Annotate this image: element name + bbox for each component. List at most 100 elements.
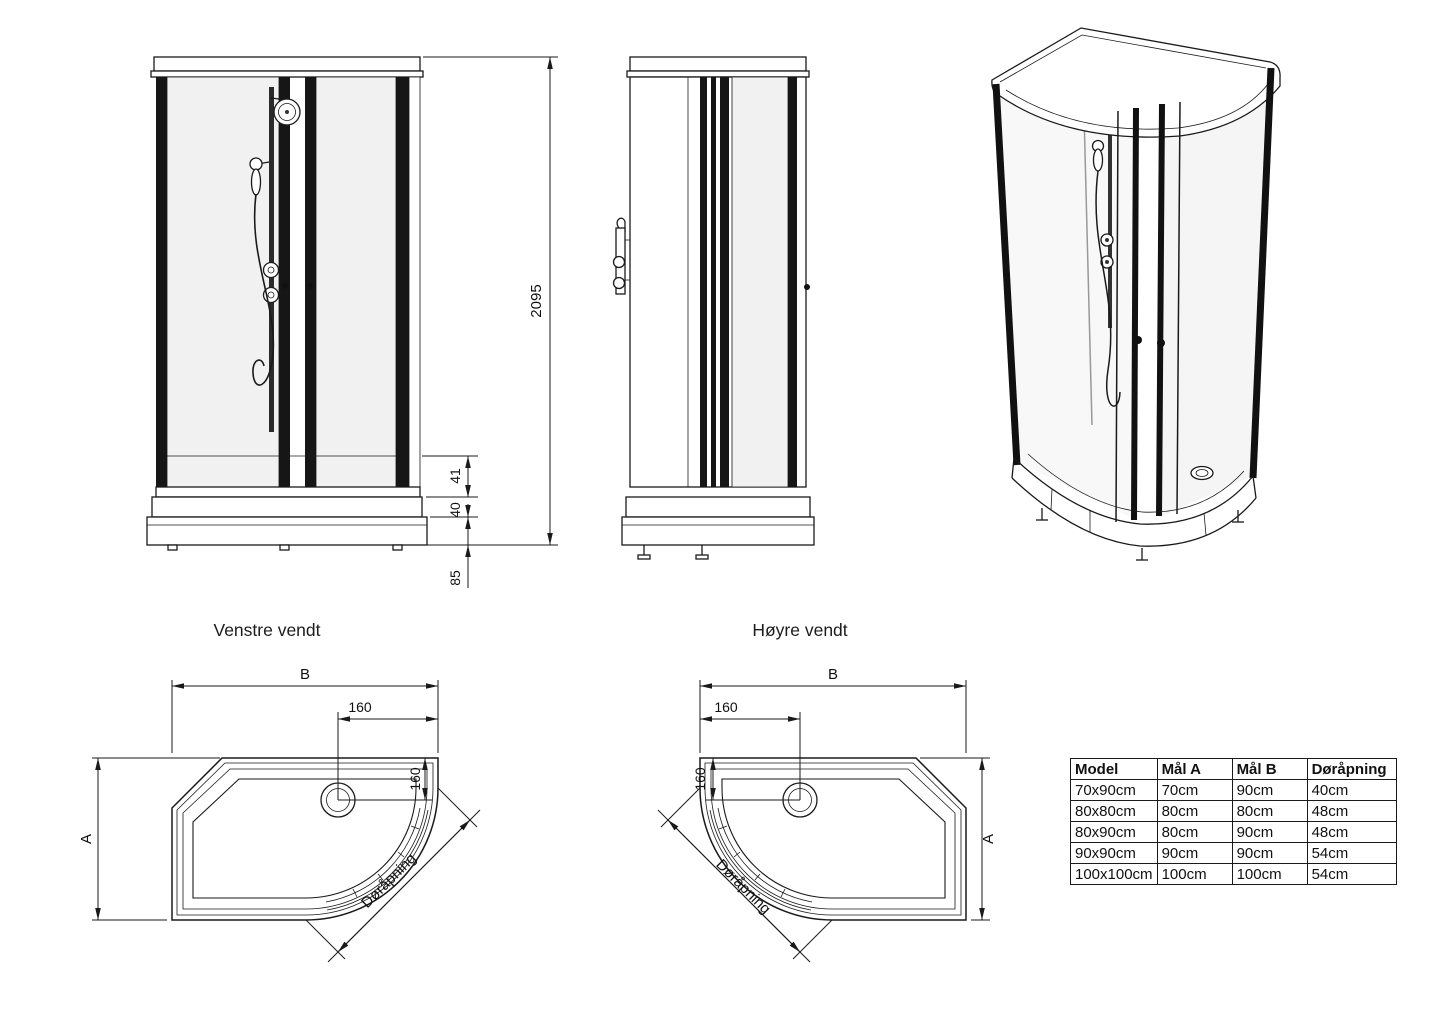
roof-profile: [629, 56, 807, 72]
corner-post-right: [1249, 67, 1275, 479]
foot: [279, 544, 290, 551]
cell-mal-b: 90cm: [1231, 842, 1308, 864]
roof-flange: [626, 70, 810, 78]
table-row: 80x80cm 80cm 80cm 48cm: [1070, 800, 1397, 822]
tray-outline: [171, 757, 439, 921]
side-cabin: [612, 56, 815, 560]
cell-model: 100x100cm: [1070, 863, 1158, 885]
bottom-rail: [155, 486, 421, 498]
col-header-model: Model: [1070, 758, 1158, 780]
roof-profile: [153, 56, 421, 72]
table-row: 90x90cm 90cm 90cm 54cm: [1070, 842, 1397, 864]
side-elevation-drawing: [612, 56, 815, 560]
cell-model: 70x90cm: [1070, 779, 1158, 801]
door-edge-profile: [711, 77, 716, 487]
cell-mal-a: 90cm: [1156, 842, 1233, 864]
table-header-row: Model Mål A Mål B Døråpning: [1070, 758, 1397, 780]
mixer-knob: [612, 255, 626, 269]
foot: [392, 544, 403, 551]
glass-panel-left: [166, 76, 280, 488]
plan-view-left: B 160 160 A Døråpning: [78, 666, 481, 963]
foot: [167, 544, 178, 551]
mixer-knob-top: [262, 261, 280, 279]
door-stile-right: [1156, 103, 1165, 517]
cell-model: 80x80cm: [1070, 800, 1158, 822]
plan-right-geometry: [657, 680, 967, 963]
cell-mal-b: 90cm: [1231, 821, 1308, 843]
mixer-knob: [612, 276, 626, 290]
cell-mal-b: 80cm: [1231, 800, 1308, 822]
door-handle: [1134, 336, 1142, 344]
dim-160h-label: 160: [348, 699, 372, 715]
cell-mal-a: 100cm: [1156, 863, 1233, 885]
door-handle: [804, 284, 810, 290]
door-handle-right: [307, 283, 313, 289]
cell-doorapning: 54cm: [1306, 863, 1397, 885]
front-cabin: [146, 56, 428, 551]
dim-41-label: 41: [447, 468, 463, 484]
shower-hose: [1095, 170, 1121, 407]
glass-face-left: [1000, 90, 1134, 518]
cell-model: 80x90cm: [1070, 821, 1158, 843]
handset-body: [250, 168, 262, 196]
dim-160v-label: 160: [692, 767, 708, 791]
handset-head: [249, 157, 263, 171]
door-stile-left: [1131, 107, 1139, 521]
mixer-side-view: [612, 217, 630, 295]
glass-panel-right: [315, 76, 397, 488]
iso-tray: [1011, 453, 1257, 561]
spec-table: Model Mål A Mål B Døråpning 70x90cm 70cm…: [1070, 758, 1397, 885]
dim-a-label: A: [78, 834, 95, 844]
glass-face-right: [1162, 70, 1270, 516]
door-handle-left: [282, 283, 288, 289]
front-dimensions: 41 40 85 2095: [422, 56, 558, 588]
dim-160v-label: 160: [407, 767, 423, 791]
door-edge-profile: [720, 77, 729, 487]
drain: [1190, 465, 1214, 481]
table-row: 100x100cm 100cm 100cm 54cm: [1070, 863, 1397, 885]
door-stile-right: [305, 77, 316, 487]
side-return-panel: [408, 76, 421, 488]
table-row: 70x90cm 70cm 90cm 40cm: [1070, 779, 1397, 801]
iso-cabin: [991, 27, 1281, 561]
cell-doorapning: 48cm: [1306, 800, 1397, 822]
shower-hose: [252, 193, 275, 386]
cell-mal-a: 80cm: [1156, 821, 1233, 843]
handset-body: [1092, 148, 1104, 172]
door-stile-left: [279, 77, 290, 487]
cell-doorapning: 48cm: [1306, 821, 1397, 843]
dim-a-label: A: [980, 834, 997, 844]
plan-left-geometry: [171, 757, 439, 921]
tray-apron: [621, 516, 815, 546]
cell-model: 90x90cm: [1070, 842, 1158, 864]
cell-mal-b: 100cm: [1231, 863, 1308, 885]
table-row: 80x90cm 80cm 90cm 48cm: [1070, 821, 1397, 843]
cell-doorapning: 54cm: [1306, 842, 1397, 864]
door-edge-profile: [700, 77, 707, 487]
tray-rim: [151, 496, 423, 518]
front-elevation-drawing: 41 40 85 2095: [146, 56, 558, 588]
right-plan-caption: Høyre vendt: [752, 620, 848, 640]
dim-160h-label: 160: [714, 699, 738, 715]
col-header-mal-a: Mål A: [1156, 758, 1233, 780]
tray-outline: [699, 757, 967, 921]
dim-b-label: B: [300, 666, 310, 683]
dim-2095-label: 2095: [528, 284, 545, 317]
isometric-drawing: [991, 27, 1281, 561]
col-header-doorapning: Døråpning: [1306, 758, 1397, 780]
cell-mal-b: 90cm: [1231, 779, 1308, 801]
front-corner-profile: [788, 77, 797, 487]
dim-door-line: [337, 819, 471, 953]
dim-40-label: 40: [447, 502, 463, 518]
tray-rim: [625, 496, 811, 518]
tray-apron: [146, 516, 428, 546]
shower-riser: [269, 87, 274, 432]
col-header-mal-b: Mål B: [1231, 758, 1308, 780]
cell-doorapning: 40cm: [1306, 779, 1397, 801]
roof-flange: [150, 70, 424, 78]
side-glass: [731, 76, 789, 488]
corner-post-left: [992, 83, 1021, 466]
plan-view-right: B 160 160 A Døråpning: [657, 666, 997, 963]
cell-mal-a: 70cm: [1156, 779, 1233, 801]
wall-profile-left: [156, 77, 167, 487]
